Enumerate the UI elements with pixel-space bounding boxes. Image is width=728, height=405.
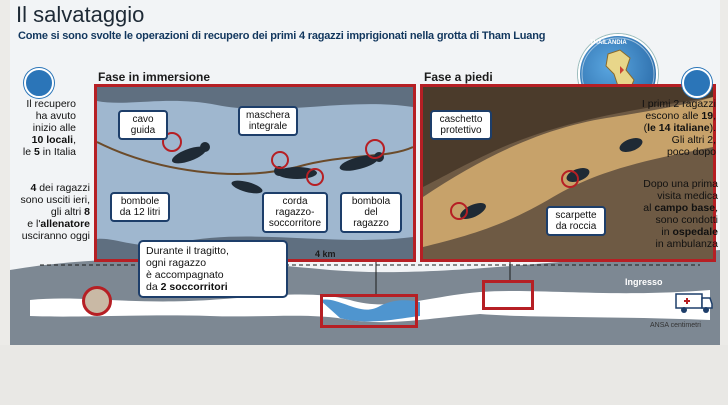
right-hospital-al: al bbox=[643, 202, 655, 214]
globe-label: THAILANDIA bbox=[590, 40, 627, 46]
ambulance-icon bbox=[675, 293, 713, 313]
label-bombola-line2: del ragazzo bbox=[353, 207, 389, 229]
label-corda-line2: ragazzo- bbox=[275, 207, 315, 218]
left-boys-line1: dei ragazzi bbox=[36, 182, 90, 194]
label-maschera-line2: integrale bbox=[248, 121, 288, 132]
label-bombola-line1: bombola bbox=[351, 196, 391, 207]
right-hospital-line1: Dopo una prima bbox=[643, 178, 718, 190]
transit-note: Durante il tragitto, ogni ragazzo è acco… bbox=[138, 240, 288, 298]
right-hospital-text: Dopo una prima visita medica al campo ba… bbox=[626, 178, 718, 250]
left-boys-line3: gli altri bbox=[50, 206, 85, 218]
entrance-label: Ingresso bbox=[625, 277, 663, 287]
left-boys-line2: sono usciti ieri, bbox=[20, 194, 90, 206]
right-text-line4: Gli altri 2, bbox=[671, 134, 716, 146]
left-boys-remaining: 8 bbox=[84, 206, 90, 218]
left-text-in-italia: in Italia bbox=[39, 146, 76, 158]
right-hospital-in: in bbox=[661, 226, 673, 238]
note-rescuers: 2 soccorritori bbox=[160, 281, 228, 293]
right-text-time: 19 bbox=[701, 110, 714, 122]
note-line3: è accompagnato bbox=[146, 269, 224, 281]
clock-icon bbox=[24, 68, 54, 98]
label-bombola-ragazzo: bombola del ragazzo bbox=[340, 192, 402, 233]
distance-label: 4 km bbox=[315, 249, 336, 259]
left-boys-line5: usciranno oggi bbox=[21, 230, 90, 242]
right-text-line2: escono alle bbox=[645, 110, 702, 122]
dive-zone-marker bbox=[320, 294, 418, 328]
label-caschetto: caschetto protettivo bbox=[430, 110, 492, 140]
right-text-italian-time: le 14 italiane bbox=[647, 122, 710, 134]
left-boys-coach: allenatore bbox=[40, 218, 90, 230]
right-exit-text: I primi 2 ragazzi escono alle 19, (le 14… bbox=[626, 98, 716, 158]
left-boys-count: 4 bbox=[30, 182, 37, 194]
right-hospital-line2: visita medica bbox=[657, 190, 718, 202]
right-text-paren-close: ). bbox=[709, 122, 716, 134]
label-maschera: maschera integrale bbox=[238, 106, 298, 136]
left-text-time-italy: 5 bbox=[33, 146, 40, 158]
right-hospital-base: campo base bbox=[654, 202, 716, 214]
right-hospital-ospedale: ospedale bbox=[672, 226, 718, 238]
diver-1 bbox=[171, 142, 210, 164]
label-corda-line3: soccorritore bbox=[268, 218, 322, 229]
right-text-comma: , bbox=[713, 110, 716, 122]
child-1 bbox=[231, 180, 263, 194]
page-background bbox=[0, 345, 728, 405]
note-line2: ogni ragazzo bbox=[146, 257, 207, 269]
credit: ANSA centimetri bbox=[650, 322, 701, 329]
left-boys-line4: e l' bbox=[27, 218, 41, 230]
clock-icon-right bbox=[682, 68, 712, 98]
label-scarpette-line1: scarpette bbox=[555, 210, 597, 221]
label-caschetto-line2: protettivo bbox=[440, 125, 482, 136]
right-text-paren-open: ( bbox=[643, 122, 648, 134]
note-line1: Durante il tragitto, bbox=[146, 245, 229, 257]
label-maschera-line1: maschera bbox=[246, 110, 290, 121]
note-line4: da bbox=[146, 281, 161, 293]
left-start-text: Il recupero ha avuto inizio alle 10 loca… bbox=[14, 98, 76, 158]
section-walk-label: Fase a piedi bbox=[424, 70, 493, 84]
right-text-line5: poco dopo bbox=[666, 146, 716, 158]
infographic: Il salvataggio Come si sono svolte le op… bbox=[10, 0, 720, 345]
walk-scene bbox=[423, 87, 713, 247]
left-text-line2: ha avuto bbox=[35, 110, 76, 122]
label-corda: corda ragazzo- soccorritore bbox=[262, 192, 328, 233]
label-bombole-line1: bombole bbox=[120, 196, 160, 207]
label-cavo-guida-text: cavo guida bbox=[130, 114, 156, 136]
label-scarpette: scarpette da roccia bbox=[546, 206, 606, 236]
walk-zone-marker bbox=[482, 280, 534, 310]
label-bombole: bombole da 12 litri bbox=[110, 192, 170, 222]
left-boys-text: 4 dei ragazzi sono usciti ieri, gli altr… bbox=[12, 182, 90, 242]
right-hospital-line6: in ambulanza bbox=[655, 238, 718, 250]
cave-chamber-icon bbox=[82, 286, 112, 316]
walker-3 bbox=[619, 138, 643, 152]
label-bombole-line2: da 12 litri bbox=[119, 207, 161, 218]
right-hospital-line4: sono condotti bbox=[655, 214, 718, 226]
label-corda-line1: corda bbox=[282, 196, 308, 207]
page-title: Il salvataggio bbox=[16, 2, 145, 27]
label-caschetto-line1: caschetto bbox=[439, 114, 483, 125]
left-text-le: le bbox=[22, 146, 34, 158]
page-subtitle: Come si sono svolte le operazioni di rec… bbox=[18, 30, 546, 42]
right-hospital-comma: , bbox=[715, 202, 718, 214]
left-text-line1: Il recupero bbox=[26, 98, 76, 110]
label-cavo-guida: cavo guida bbox=[118, 110, 168, 140]
left-text-time-local: 10 locali bbox=[31, 134, 74, 146]
section-dive-label: Fase in immersione bbox=[98, 70, 211, 84]
label-scarpette-line2: da roccia bbox=[555, 221, 597, 232]
left-text-line3: inizio alle bbox=[32, 122, 76, 134]
right-text-line1: I primi 2 ragazzi bbox=[641, 98, 716, 110]
diver-3 bbox=[339, 152, 384, 171]
left-text-comma: , bbox=[73, 134, 76, 146]
